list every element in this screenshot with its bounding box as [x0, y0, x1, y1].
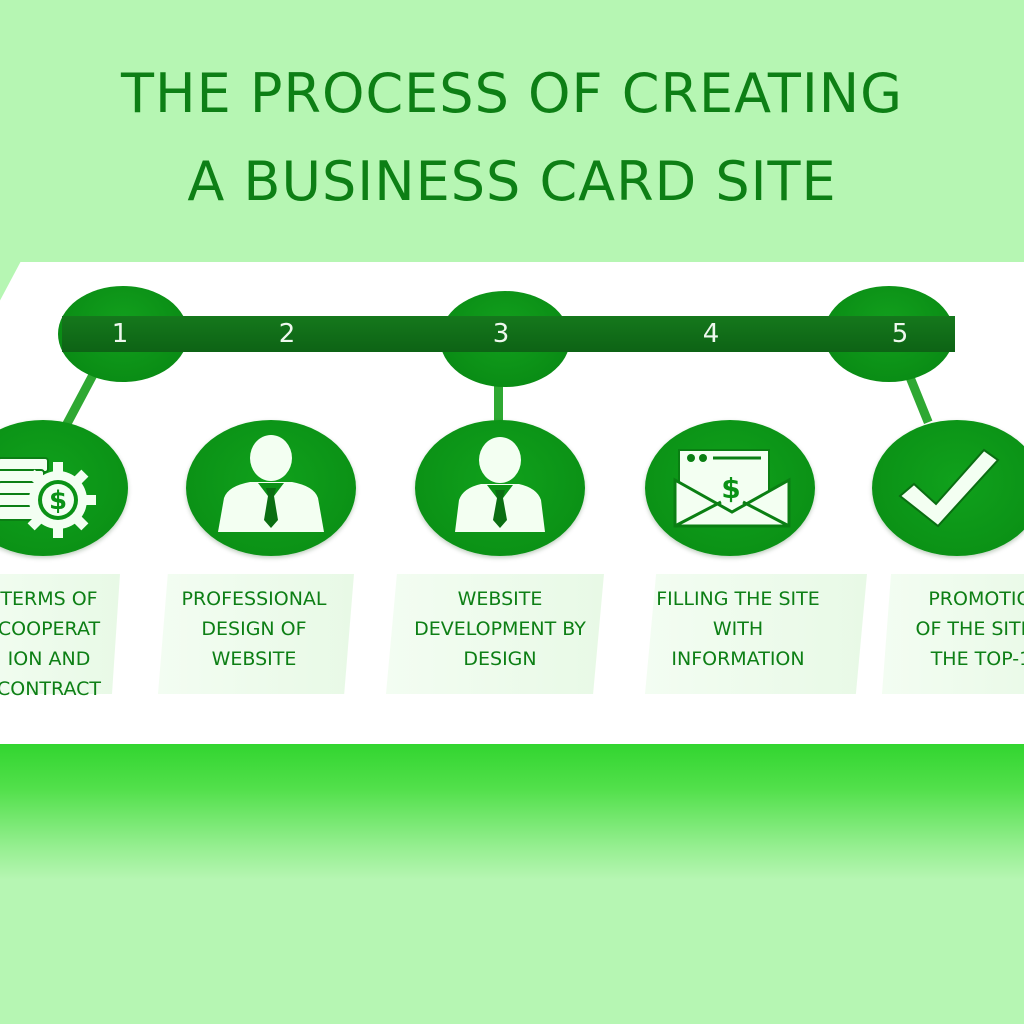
step-1-panel	[0, 574, 120, 694]
step-number-1: 1	[111, 319, 129, 349]
step-5-label-line: PROMOTION	[928, 588, 1024, 610]
card-shadow	[0, 740, 1024, 880]
step-2-label-line: PROFESSIONAL	[181, 588, 327, 610]
step-number-3: 3	[492, 319, 510, 349]
step-1-label: TERMS OF COOPERAT ION AND CONTRACT	[0, 584, 114, 704]
step-4-label-line: WITH	[712, 618, 764, 640]
step-5-label-line: THE TOP-10	[930, 648, 1024, 670]
step-2-panel	[158, 574, 354, 694]
step-4-label: FILLING THE SITE WITH INFORMATION	[638, 584, 838, 674]
step-number-2: 2	[278, 319, 296, 349]
step-5-circle	[872, 420, 1024, 556]
step-3-circle	[415, 420, 585, 556]
connector-3	[494, 372, 503, 424]
step-2-label-line: WEBSITE	[211, 648, 297, 670]
step-number-5: 5	[891, 319, 909, 349]
businessman-icon	[455, 437, 545, 532]
checkmark-icon	[898, 448, 1000, 528]
step-number-4: 4	[702, 319, 720, 349]
step-4-panel	[645, 574, 867, 694]
step-3-panel	[386, 574, 604, 694]
step-1-circle: $	[0, 420, 128, 556]
step-3-label-line: DEVELOPMENT BY	[414, 618, 586, 640]
step-4-label-line: FILLING THE SITE	[656, 588, 820, 610]
step-5-label: PROMOTION OF THE SITE IN THE TOP-10	[892, 584, 1024, 674]
svg-text:$: $	[721, 472, 740, 505]
step-4-label-line: INFORMATION	[671, 648, 805, 670]
step-5-panel	[882, 574, 1024, 694]
envelope-dollar-icon: $	[673, 449, 791, 528]
step-2-label: PROFESSIONAL DESIGN OF WEBSITE	[164, 584, 344, 674]
step-3-label-line: WEBSITE	[457, 588, 543, 610]
step-3-label: WEBSITE DEVELOPMENT BY DESIGN	[400, 584, 600, 674]
step-2-circle	[186, 420, 356, 556]
businessman-icon	[218, 435, 324, 532]
title-line-2: A BUSINESS CARD SITE	[187, 150, 837, 213]
step-1-label-line: TERMS OF	[0, 588, 98, 610]
step-2-label-line: DESIGN OF	[201, 618, 307, 640]
money-gear-icon: $	[0, 457, 96, 538]
step-1-label-line: ION AND	[7, 648, 91, 670]
step-4-circle: $	[645, 420, 815, 556]
step-1-label-line: COOPERAT	[0, 618, 101, 640]
step-1-label-line: CONTRACT	[0, 678, 101, 700]
step-5-label-line: OF THE SITE IN	[915, 618, 1024, 640]
svg-text:$: $	[49, 486, 67, 516]
title-line-1: THE PROCESS OF CREATING	[121, 62, 903, 125]
step-3-label-line: DESIGN	[463, 648, 537, 670]
timeline-bar	[62, 316, 955, 352]
